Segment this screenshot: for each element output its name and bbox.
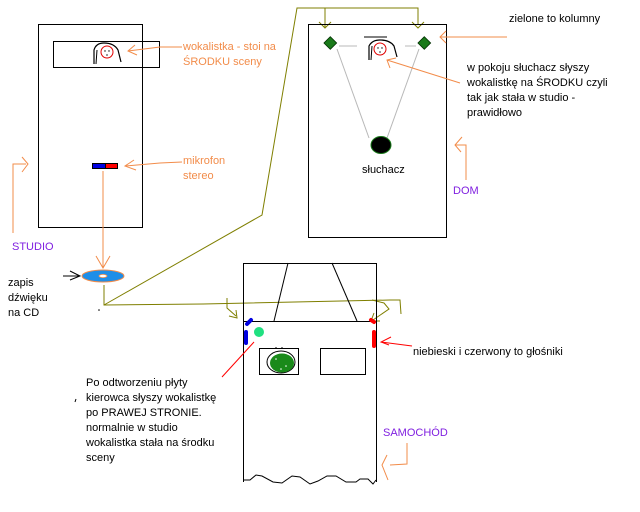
stray-comma xyxy=(74,398,77,403)
cd-disc-icon xyxy=(81,269,125,283)
mic-note: mikrofon stereo xyxy=(183,154,225,184)
singer-icon-home xyxy=(364,36,398,61)
driver-note-line: Po odtworzeniu płyty xyxy=(86,377,188,389)
signal-lines xyxy=(103,7,419,321)
home-room xyxy=(308,24,447,238)
car-seat-right xyxy=(320,348,366,375)
studio-stage xyxy=(53,41,160,68)
singer-note-line: wokalistka - stoi na xyxy=(183,41,276,53)
driver-note: Po odtworzeniu płyty kierowca słyszy wok… xyxy=(86,376,216,466)
studio-label: STUDIO xyxy=(12,241,54,253)
arrow-mic-to-cd xyxy=(95,171,111,269)
listening-triangle xyxy=(336,45,420,139)
cd-note-line: dźwięku xyxy=(8,292,48,304)
stray-dot xyxy=(98,309,100,311)
perceived-singer-icon xyxy=(254,327,264,337)
home-label: DOM xyxy=(453,185,479,197)
driver-note-line: sceny xyxy=(86,452,115,464)
arrow-to-perceived-singer xyxy=(221,341,255,378)
driver-note-line: normalnie w studio xyxy=(86,422,178,434)
studio-room xyxy=(38,24,143,228)
cd-note-line: zapis xyxy=(8,277,34,289)
listener-note-line: tak jak stała w studio - xyxy=(467,92,576,104)
cd-note: zapis dźwięku na CD xyxy=(8,276,48,321)
car-body xyxy=(243,263,377,485)
car-seat-left xyxy=(259,348,299,375)
listener-label: słuchacz xyxy=(362,164,405,176)
arrow-to-singer xyxy=(127,44,182,56)
singer-note-line: ŚRODKU sceny xyxy=(183,56,262,68)
mic-note-line: stereo xyxy=(183,170,214,182)
car-speaker-right-icon xyxy=(369,318,376,348)
car-label-arrow xyxy=(381,443,408,481)
singer-icon-studio xyxy=(93,42,122,65)
mic-note-line: mikrofon xyxy=(183,155,226,167)
listener-note-line: w pokoju słuchacz słyszy xyxy=(467,62,590,74)
car-label: SAMOCHÓD xyxy=(383,427,448,439)
speaker-right-icon xyxy=(417,36,432,50)
arrow-to-cd xyxy=(63,270,82,281)
driver-note-line: po PRAWEJ STRONIE. xyxy=(86,407,202,419)
home-label-arrow xyxy=(454,136,467,180)
car-windshield xyxy=(273,262,358,322)
singer-note: wokalistka - stoi na ŚRODKU sceny xyxy=(183,40,276,70)
studio-label-arrow xyxy=(12,156,29,233)
car-speakers-note: niebieski i czerwony to głośniki xyxy=(413,346,563,358)
car-speaker-left-icon xyxy=(244,318,253,345)
driver-note-line: kierowca słyszy wokalistkę xyxy=(86,392,217,404)
listener-note-line: wokalistkę na ŚRODKU czyli xyxy=(467,77,608,89)
speakers-note: zielone to kolumny xyxy=(509,13,601,25)
driver-icon xyxy=(266,347,296,374)
arrow-to-speakers xyxy=(439,30,507,44)
driver-note-line: wokalistka stała na środku xyxy=(86,437,215,449)
arrow-to-singer-home xyxy=(386,57,461,84)
arrow-to-car-speakers xyxy=(379,336,413,347)
listener-icon xyxy=(370,136,392,154)
speaker-left-icon xyxy=(323,36,338,50)
cd-note-line: na CD xyxy=(8,307,40,319)
listener-note-line: prawidłowo xyxy=(467,107,523,119)
arrow-to-microphone xyxy=(123,159,183,171)
listener-note: w pokoju słuchacz słyszy wokalistkę na Ś… xyxy=(467,61,608,121)
stereo-microphone-icon xyxy=(92,163,118,169)
